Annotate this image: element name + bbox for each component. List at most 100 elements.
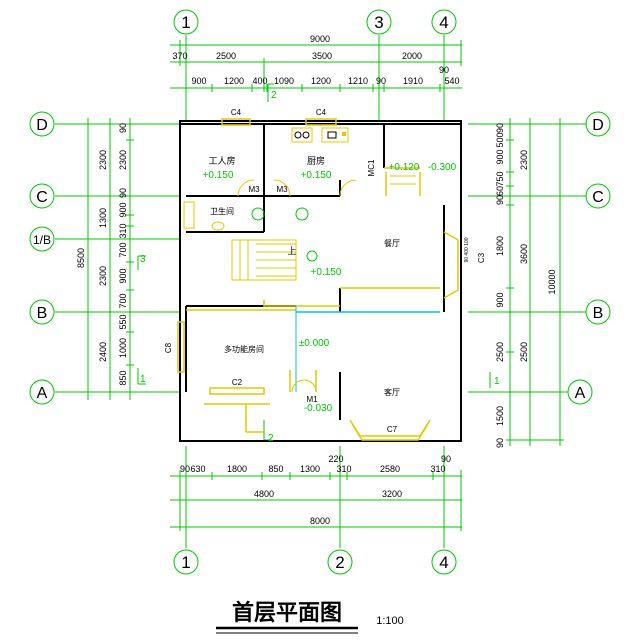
level-worker: +0.150 [203, 170, 234, 181]
dim-top-r3-5: 1210 [348, 76, 368, 86]
tag-c3: C3 [477, 252, 486, 263]
dimension-text: 9000 370 2500 3500 2000 90 900 1200 400 … [172, 34, 459, 526]
svg-text:3: 3 [374, 13, 383, 32]
dim-right-in-7: 900 [495, 292, 505, 307]
dim-bot-r2-0: 4800 [254, 489, 274, 499]
dim-top-r3-2: 400 [252, 76, 267, 86]
section-1-left: 1 [140, 374, 146, 385]
axis-bubble-left-b: B [29, 299, 55, 325]
tag-up: 上 [287, 246, 296, 256]
dim-right-in-5: 90 [495, 195, 505, 205]
tag-mc1: MC1 [367, 159, 376, 176]
tag-c4-b: C4 [316, 108, 327, 117]
svg-text:C: C [592, 189, 604, 206]
doors [237, 179, 357, 393]
axis-bubble-top-3: 3 [366, 9, 392, 35]
dim-right-in-8: 2500 [495, 342, 505, 362]
dim-top-r3-1: 1200 [224, 76, 244, 86]
drawing-scale: 1:100 [376, 615, 404, 627]
dim-right-in-10: 90 [495, 438, 505, 448]
level-mc1-b: -0.300 [428, 162, 457, 173]
dim-top-r2-1: 2500 [216, 51, 236, 61]
dim-bot-r1-9: 90 [441, 454, 451, 464]
axis-bubble-right-b: B [585, 299, 611, 325]
axis-bubble-right-d: D [585, 111, 611, 137]
svg-text:D: D [592, 117, 604, 134]
staircase [231, 175, 416, 281]
svg-text:1: 1 [181, 553, 190, 572]
level-mc1-a: +0.120 [389, 162, 420, 173]
dim-right-in-2: 900 [495, 149, 505, 164]
svg-text:B: B [593, 305, 604, 322]
dim-right-in-6: 1800 [495, 236, 505, 256]
drawing-title-block: 首层平面图 1:100 [216, 600, 404, 634]
svg-text:1: 1 [181, 13, 190, 32]
section-1-right: 1 [494, 376, 500, 387]
dim-top-r2-0: 370 [172, 51, 187, 61]
dim-left-mid-1: 1300 [98, 208, 108, 228]
dim-right-mid-1: 3600 [519, 244, 529, 264]
dim-left-mid-0: 2300 [98, 150, 108, 170]
dim-top-r3-8: 540 [444, 76, 459, 86]
kitchen-appliances [291, 127, 349, 143]
svg-text:C: C [36, 189, 48, 206]
dim-left-in-0: 90 [118, 123, 128, 133]
room-label-living: 客厅 [384, 387, 400, 397]
axis-bubble-left-d: D [29, 111, 55, 137]
dim-right-mid-2: 2500 [519, 342, 529, 362]
tag-bay: 90 400 100 [464, 237, 470, 262]
svg-text:2: 2 [335, 553, 344, 572]
axis-bubble-left-1b: 1/B [29, 226, 55, 252]
axis-bubble-bottom-2: 2 [327, 549, 353, 575]
svg-text:4: 4 [439, 13, 448, 32]
axis-bubbles: 1 3 4 1 2 4 D C 1/B B A D C B A [29, 9, 611, 575]
dim-left-in-10: 850 [118, 370, 128, 385]
dim-left-mid-3: 2400 [98, 342, 108, 362]
room-labels: 工人房 厨房 卫生间 餐厅 多功能房间 客厅 [208, 155, 400, 397]
axis-bubble-left-a: A [29, 379, 55, 405]
toilet-fixtures [183, 201, 318, 262]
dim-top-r3-3: 1090 [274, 76, 294, 86]
level-stair: +0.150 [311, 267, 342, 278]
svg-text:4: 4 [439, 553, 448, 572]
dim-left-in-9: 1000 [118, 338, 128, 358]
axis-bubble-left-c: C [29, 183, 55, 209]
dim-left-in-2: 90 [118, 188, 128, 198]
dim-left-in-1: 2300 [118, 150, 128, 170]
tag-m3-b: M3 [276, 185, 288, 194]
level-kitchen: +0.150 [301, 170, 332, 181]
dim-left-in-5: 700 [118, 242, 128, 257]
tag-c8: C8 [164, 342, 173, 353]
dim-top-r2-2: 3500 [312, 51, 332, 61]
dim-bot-r1-0: 90 [180, 464, 190, 474]
axis-bubble-right-a: A [567, 379, 593, 405]
dim-right-in-3: 750 [495, 171, 505, 186]
dim-bot-overall: 8000 [310, 516, 330, 526]
dim-left-in-7: 700 [118, 293, 128, 308]
tag-c4-a: C4 [231, 108, 242, 117]
axis-bubble-top-4: 4 [431, 9, 457, 35]
dim-left-in-3: 900 [118, 202, 128, 217]
level-entry: -0.030 [304, 403, 333, 414]
dim-left-outer: 8500 [76, 248, 86, 268]
tag-m1: M1 [306, 395, 318, 404]
axis-bubble-right-c: C [585, 183, 611, 209]
svg-text:D: D [36, 117, 48, 134]
tag-m3-a: M3 [248, 185, 260, 194]
section-2-bottom: 2 [268, 433, 274, 444]
dim-bot-r2-1: 3200 [382, 489, 402, 499]
dim-right-in-0: 90 [495, 123, 505, 133]
tag-c2: C2 [232, 378, 243, 387]
drawing-title: 首层平面图 [232, 600, 342, 625]
dim-bot-r1-7: 2580 [380, 464, 400, 474]
level-marks: +0.150 +0.150 +0.150 +0.120 -0.300 ±0.00… [203, 162, 457, 414]
room-label-dining: 餐厅 [384, 239, 400, 248]
dim-left-mid-2: 2300 [98, 266, 108, 286]
dim-top-r2-4: 90 [439, 65, 449, 75]
dimension-text-left: 8500 2300 1300 2300 2400 90 2300 90 900 … [76, 123, 128, 386]
svg-text:1/B: 1/B [33, 233, 51, 247]
dim-top-overall: 9000 [310, 34, 330, 44]
component-tags: C4 C4 C2 C7 C3 C8 M3 M3 M1 MC1 上 90 400 … [164, 108, 486, 434]
section-2-top: 2 [271, 90, 277, 101]
